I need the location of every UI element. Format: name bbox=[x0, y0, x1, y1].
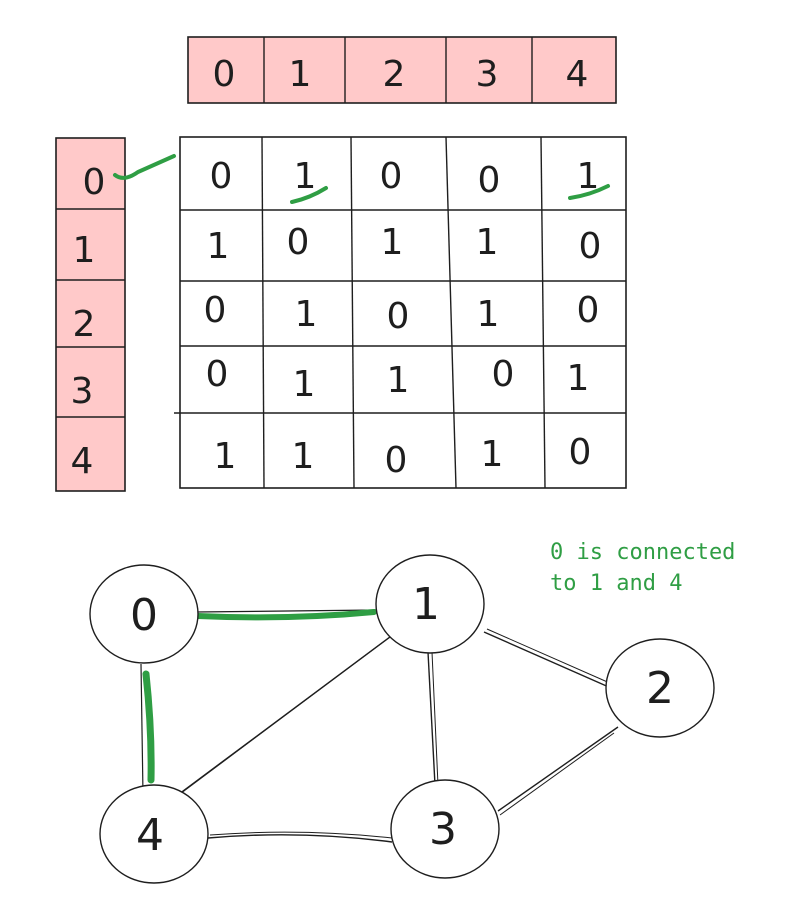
node-circle bbox=[375, 554, 485, 654]
highlighted-edge-0-4 bbox=[142, 670, 155, 784]
matrix-cell: 1 bbox=[567, 358, 590, 399]
highlight-underline bbox=[290, 186, 328, 204]
column-header-bg bbox=[187, 36, 617, 104]
matrix-cell: 0 bbox=[569, 432, 592, 473]
graph-node-2: 2 bbox=[605, 638, 715, 738]
edge-3-4 bbox=[207, 834, 393, 843]
node-circle bbox=[99, 784, 209, 884]
column-header-label: 1 bbox=[289, 54, 312, 95]
matrix-cell: 1 bbox=[207, 226, 230, 267]
node-label: 4 bbox=[136, 810, 164, 861]
matrix-cell: 1 bbox=[481, 434, 504, 475]
row-header: 0 1 2 3 4 bbox=[55, 137, 126, 492]
matrix-cell: 1 bbox=[476, 222, 499, 263]
column-header-label: 2 bbox=[383, 54, 406, 95]
matrix-cell: 0 bbox=[380, 156, 403, 197]
matrix-cell: 1 bbox=[214, 436, 237, 477]
matrix-cell: 0 bbox=[287, 222, 310, 263]
graph-nodes: 0 1 2 3 4 bbox=[89, 554, 715, 884]
connection-note: 0 is connected to 1 and 4 bbox=[550, 540, 735, 596]
row-header-label: 0 bbox=[83, 162, 106, 203]
matrix-col-divider bbox=[445, 136, 457, 489]
edge-1-4 bbox=[179, 636, 391, 795]
matrix-col-divider bbox=[261, 136, 265, 489]
matrix-border bbox=[179, 136, 627, 489]
note-line: to 1 and 4 bbox=[550, 571, 682, 596]
matrix-cell: 1 bbox=[577, 156, 600, 197]
edge-0-1 bbox=[195, 609, 377, 613]
graph-node-4: 4 bbox=[99, 784, 209, 884]
matrix-col-divider bbox=[540, 136, 546, 489]
matrix-cell: 1 bbox=[387, 360, 410, 401]
edge-1-3 bbox=[431, 651, 439, 786]
matrix-col-divider bbox=[350, 136, 355, 489]
row-header-label: 1 bbox=[73, 230, 96, 271]
edge-0-4 bbox=[140, 663, 144, 796]
column-header-label: 4 bbox=[566, 54, 589, 95]
node-label: 2 bbox=[646, 663, 674, 714]
matrix-cell: 1 bbox=[294, 156, 317, 197]
edge-1-2 bbox=[483, 631, 612, 689]
graph-node-0: 0 bbox=[89, 564, 199, 664]
matrix-cell: 1 bbox=[292, 436, 315, 477]
matrix-cell: 0 bbox=[210, 156, 233, 197]
node-circle bbox=[390, 779, 500, 879]
matrix-cell: 1 bbox=[477, 294, 500, 335]
edge-1-3 bbox=[427, 651, 436, 786]
row-header-label: 4 bbox=[71, 441, 94, 482]
note-line: 0 is connected bbox=[550, 540, 735, 565]
node-circle bbox=[89, 564, 199, 664]
node-circle bbox=[605, 638, 715, 738]
node-label: 1 bbox=[412, 579, 440, 630]
column-header-label: 3 bbox=[476, 54, 499, 95]
edge-3-4 bbox=[209, 831, 393, 839]
matrix-cell: 0 bbox=[478, 160, 501, 201]
matrix-cell: 0 bbox=[206, 354, 229, 395]
matrix-cell: 1 bbox=[293, 364, 316, 405]
graph-node-3: 3 bbox=[390, 779, 500, 879]
node-label: 3 bbox=[429, 804, 457, 855]
matrix-cell: 0 bbox=[387, 296, 410, 337]
matrix-cell: 1 bbox=[295, 294, 318, 335]
column-header: 0 1 2 3 4 bbox=[187, 36, 617, 104]
row-header-label: 2 bbox=[73, 304, 96, 345]
edge-1-2 bbox=[486, 628, 613, 685]
matrix-cell: 0 bbox=[577, 290, 600, 331]
matrix-cell: 1 bbox=[381, 222, 404, 263]
highlight-underline bbox=[568, 184, 610, 200]
row-header-label: 3 bbox=[71, 371, 94, 412]
highlighted-edge-0-1 bbox=[195, 609, 377, 621]
edge-2-3 bbox=[499, 732, 615, 816]
matrix-cell: 0 bbox=[579, 226, 602, 267]
matrix-cell: 0 bbox=[385, 440, 408, 481]
edge-2-3 bbox=[497, 726, 619, 812]
row-zero-check-mark bbox=[113, 154, 176, 180]
matrix-cell: 0 bbox=[204, 290, 227, 331]
graph-node-1: 1 bbox=[375, 554, 485, 654]
column-header-label: 0 bbox=[213, 54, 236, 95]
adjacency-matrix: 0 1 0 0 1 1 0 1 1 0 0 1 0 1 0 0 1 1 0 1 … bbox=[174, 136, 627, 489]
row-header-bg bbox=[55, 137, 126, 492]
graph-edges bbox=[140, 609, 619, 843]
node-label: 0 bbox=[130, 590, 158, 641]
matrix-cell: 0 bbox=[492, 354, 515, 395]
